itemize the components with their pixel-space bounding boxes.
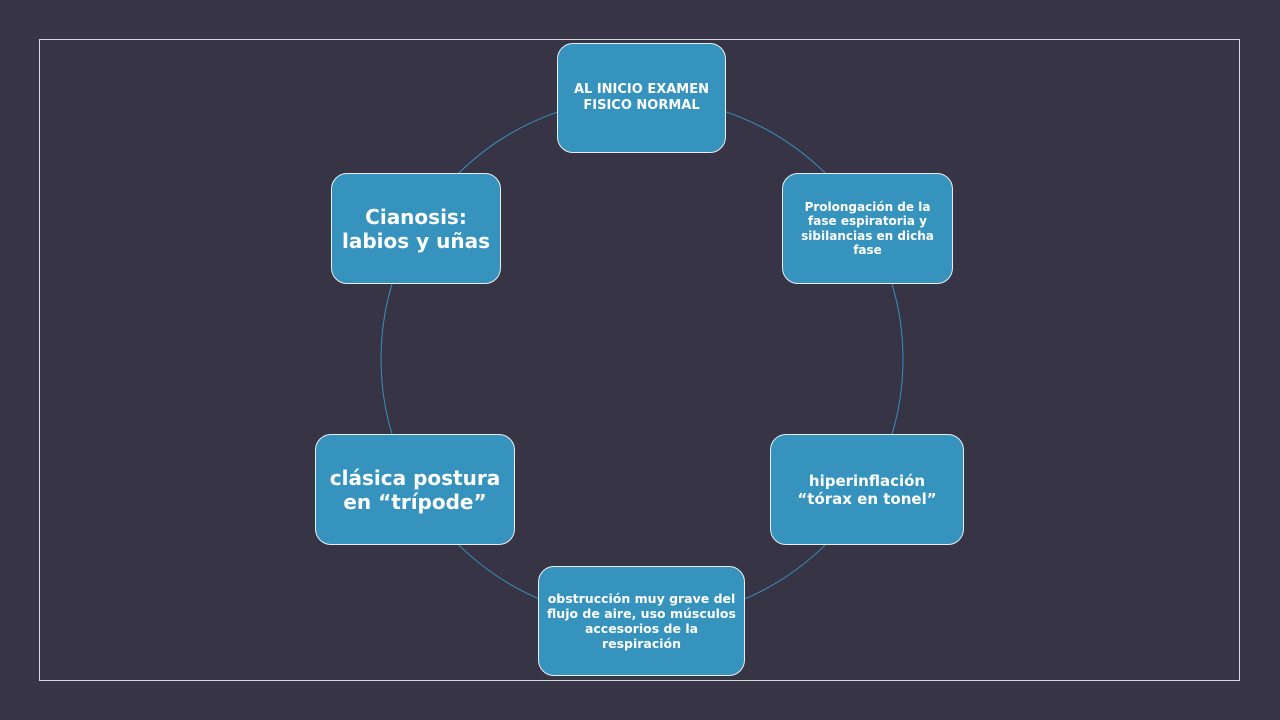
slide-frame xyxy=(39,39,1240,681)
cycle-node-airflow-obstruction[interactable]: obstrucción muy grave del flujo de aire,… xyxy=(538,566,745,676)
node-label: clásica postura en “trípode” xyxy=(329,465,501,514)
cycle-node-exam-normal[interactable]: AL INICIO EXAMEN FISICO NORMAL xyxy=(557,43,726,153)
node-label: AL INICIO EXAMEN FISICO NORMAL xyxy=(573,82,710,113)
cycle-node-expiratory-phase[interactable]: Prolongación de la fase espiratoria y si… xyxy=(782,173,953,284)
cycle-node-hyperinflation[interactable]: hiperinflación “tórax en tonel” xyxy=(770,434,964,545)
node-label: Prolongación de la fase espiratoria y si… xyxy=(801,199,934,257)
node-label: hiperinflación “tórax en tonel” xyxy=(797,471,937,508)
node-label: Cianosis: labios y uñas xyxy=(342,204,491,253)
cycle-node-cyanosis[interactable]: Cianosis: labios y uñas xyxy=(331,173,501,284)
cycle-node-tripod-posture[interactable]: clásica postura en “trípode” xyxy=(315,434,515,545)
node-label: obstrucción muy grave del flujo de aire,… xyxy=(547,591,736,651)
